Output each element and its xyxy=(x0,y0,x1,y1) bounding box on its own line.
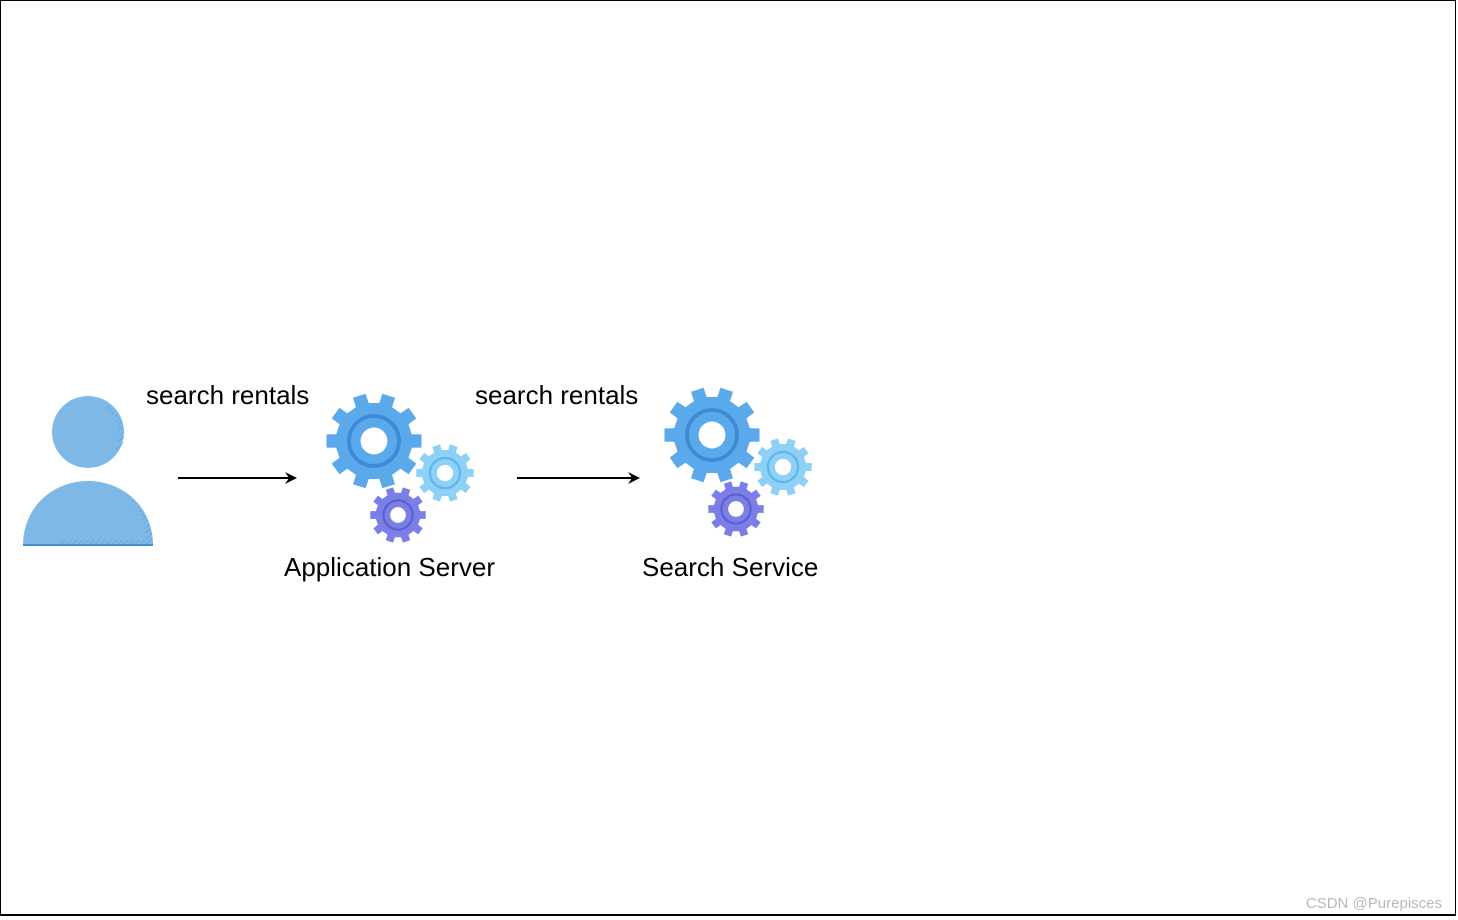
gear-ring xyxy=(685,408,739,462)
gear-hole xyxy=(728,501,744,517)
gear-ring xyxy=(382,499,414,531)
gear-ring xyxy=(766,450,800,484)
gear-hole xyxy=(390,507,406,523)
edge-label-user-to-app-server: search rentals xyxy=(146,380,310,410)
user-icon xyxy=(23,396,153,546)
gear-ring xyxy=(720,493,752,525)
gear-hole xyxy=(774,458,792,476)
gear-ring xyxy=(428,456,462,490)
gears-icon xyxy=(664,387,812,537)
node-label-application-server: Application Server xyxy=(284,552,495,582)
gear-ring xyxy=(347,414,401,468)
node-label-search-service: Search Service xyxy=(642,552,819,582)
gear-hole xyxy=(360,427,388,455)
gear-hole xyxy=(698,421,726,449)
watermark: CSDN @Purepisces xyxy=(1305,895,1442,912)
gear-hole xyxy=(436,464,454,482)
edge-label-app-server-to-search-service: search rentals xyxy=(475,380,639,410)
gears-icon xyxy=(326,393,474,543)
